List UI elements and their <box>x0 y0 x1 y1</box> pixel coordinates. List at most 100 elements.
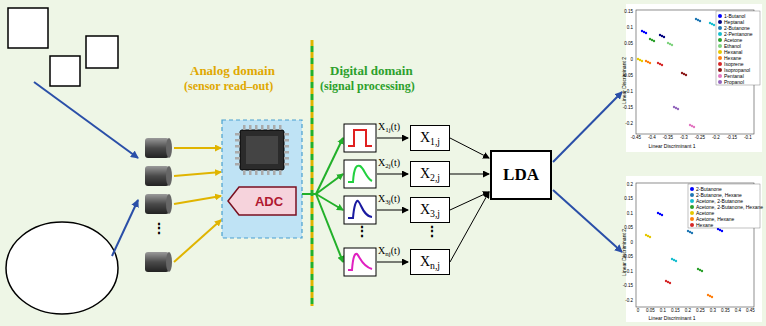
feature-wire <box>377 262 408 263</box>
chip-pin <box>255 170 258 175</box>
data-point <box>641 60 643 62</box>
data-point <box>693 126 695 128</box>
tick-label: -0.1 <box>625 270 633 275</box>
legend-entry: Acetone <box>718 37 742 43</box>
data-point <box>677 108 679 110</box>
tick-label: -0.4 <box>648 136 656 141</box>
data-point <box>711 296 713 298</box>
chip-pin <box>235 145 240 148</box>
axis-label: Linear Discriminant 2 <box>622 57 627 104</box>
tick-label: -0.05 <box>623 255 633 260</box>
signal-label: X3j(t) <box>378 194 400 204</box>
filter-shape <box>348 166 372 182</box>
data-point <box>721 230 723 232</box>
legend-text: 2-Pentanone <box>724 31 753 37</box>
filter-shape <box>348 254 372 270</box>
domain-label: (signal processing) <box>320 80 415 92</box>
legend-swatch <box>690 223 694 227</box>
signal-label: Xnj(t) <box>378 246 400 256</box>
adc-block: ADC <box>227 186 297 216</box>
legend-entry: 2-Butanone, Hexane <box>690 192 742 198</box>
legend-swatch <box>718 56 722 60</box>
tick-label: 0.05 <box>624 226 633 231</box>
legend-entry: Isoprene <box>718 61 743 67</box>
tick-label: 0 <box>637 309 640 314</box>
chip-pin <box>261 125 264 130</box>
feature-box: Xn,j <box>410 249 450 275</box>
signal-label: X1j(t) <box>378 122 400 132</box>
sensor <box>145 138 169 158</box>
tick-label: 0.15 <box>624 10 633 15</box>
legend-entry: Hexanal <box>718 49 742 55</box>
signal-wire <box>316 194 343 262</box>
lda-block: LDA <box>490 150 552 200</box>
filter-box <box>344 160 376 188</box>
data-point <box>653 40 655 42</box>
legend-entry: Acetone, Hexane <box>690 216 734 222</box>
legend-text: Acetone, 2-Butanone <box>696 198 743 204</box>
legend-entry: 2-Butanone <box>718 25 750 31</box>
data-point <box>701 270 703 272</box>
data-point <box>645 32 647 34</box>
feature-wire <box>377 210 408 211</box>
sensor <box>145 166 169 186</box>
legend-text: Isopropanol <box>724 67 750 73</box>
sensor-face <box>166 166 172 186</box>
legend-entry: 1-Butanol <box>718 13 745 19</box>
feature-wire <box>377 174 408 175</box>
legend-swatch <box>690 193 694 197</box>
signal-label: X2j(t) <box>378 158 400 168</box>
chip-pin <box>255 125 258 130</box>
chip-pin <box>284 151 289 154</box>
chip-pin <box>243 125 246 130</box>
data-point <box>675 260 677 262</box>
legend-entry: Ethanol <box>718 43 741 49</box>
legend-entry: Propanol <box>718 79 744 85</box>
sensor-face <box>166 252 172 272</box>
signal-wire <box>316 174 343 194</box>
signal-wire <box>302 193 316 195</box>
domain-label: Analog domain <box>190 64 275 77</box>
tick-label: -0.15 <box>727 136 737 141</box>
chip-pin <box>249 125 252 130</box>
chip-pin <box>243 170 246 175</box>
chip-pin <box>267 170 270 175</box>
tick-label: -0.3 <box>680 136 688 141</box>
data-point <box>669 282 671 284</box>
node-text: LDA <box>503 165 539 185</box>
tick-label: 0.05 <box>646 309 655 314</box>
signal-wire <box>316 138 343 194</box>
tick-label: 0 <box>630 241 633 246</box>
filter-box <box>344 124 376 152</box>
chip-pin <box>279 170 282 175</box>
legend-entry: Acetone <box>690 210 714 216</box>
chip-pin <box>235 151 240 154</box>
node-text: X3,j <box>420 202 440 218</box>
connector <box>450 138 489 158</box>
chip-pin <box>235 157 240 160</box>
connector <box>450 192 489 262</box>
tick-label: 0.25 <box>696 309 705 314</box>
feature-wire <box>377 138 408 139</box>
legend-entry: Pentanal <box>718 73 744 79</box>
legend-text: Ethanol <box>724 43 741 49</box>
data-point <box>661 214 663 216</box>
readout-wire <box>174 220 221 262</box>
tick-label: 0.15 <box>624 197 633 202</box>
legend-swatch <box>718 74 722 78</box>
chip-body <box>240 130 284 170</box>
chip-pin <box>284 145 289 148</box>
legend-swatch <box>690 211 694 215</box>
filter-shape <box>348 130 372 146</box>
legend-box <box>716 11 760 85</box>
chip-pin <box>279 125 282 130</box>
tick-label: -0.1 <box>625 90 633 95</box>
chip-pin <box>235 163 240 166</box>
tick-label: 0.15 <box>671 309 680 314</box>
chip-pin <box>235 139 240 142</box>
chip-pin <box>284 139 289 142</box>
legend-text: Hexanal <box>724 49 742 55</box>
legend-swatch <box>718 20 722 24</box>
